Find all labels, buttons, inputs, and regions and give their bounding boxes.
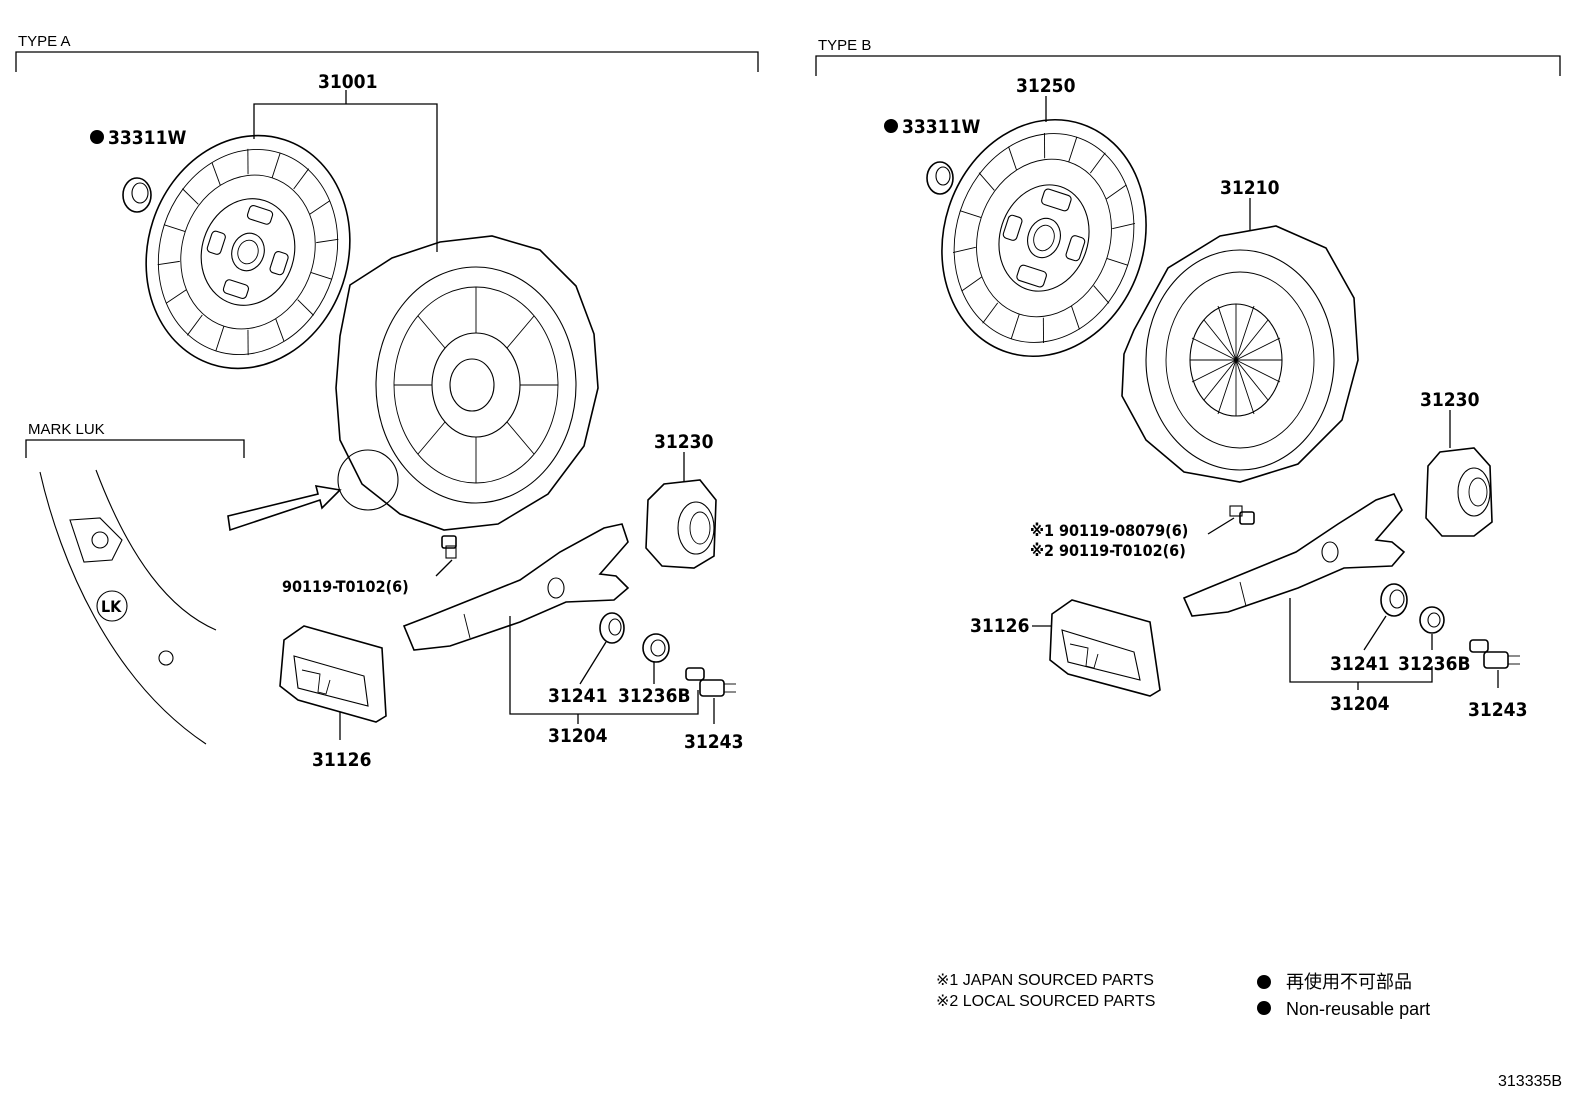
non-reusable-marker-b [884, 119, 898, 133]
part-label-31001[interactable]: 31001 [318, 71, 377, 93]
fork-clip-a[interactable] [642, 633, 670, 663]
fork-seal-a[interactable] [599, 612, 625, 644]
detail-arrow [227, 485, 342, 532]
part-label-31236b-b[interactable]: 31236B [1398, 653, 1471, 675]
pilot-bearing-a[interactable] [122, 177, 152, 213]
fork-seal-b[interactable] [1380, 583, 1408, 617]
part-label-31236b-a[interactable]: 31236B [618, 685, 691, 707]
leader-bolt-a [435, 559, 453, 577]
pilot-bearing-b[interactable] [926, 161, 954, 195]
boot-a[interactable] [279, 625, 387, 723]
diagram-reference: 313335B [1498, 1073, 1562, 1090]
legend: 再使用不可部品 Non-reusable part [1257, 972, 1430, 1019]
cover-bolt-b[interactable] [1229, 505, 1255, 525]
part-label-31204-b[interactable]: 31204 [1330, 693, 1390, 715]
clutch-cover-b[interactable] [1121, 225, 1359, 483]
part-label-31243-b[interactable]: 31243 [1468, 699, 1527, 721]
legend-bullet-icon [1257, 975, 1271, 989]
mark-luk-bracket [25, 439, 245, 458]
part-label-31241-a[interactable]: 31241 [548, 685, 607, 707]
part-label-31243-a[interactable]: 31243 [684, 731, 743, 753]
note-local-sourced: ※2 LOCAL SOURCED PARTS [936, 993, 1155, 1010]
leader-bolt-b [1207, 517, 1235, 535]
type-a-label: TYPE A [18, 33, 71, 50]
clutch-disc-b[interactable] [912, 93, 1176, 383]
part-label-31241-b[interactable]: 31241 [1330, 653, 1389, 675]
release-bearing-b[interactable] [1425, 447, 1493, 537]
pivot-bolt-a[interactable] [685, 667, 736, 697]
part-label-bolt-b-local[interactable]: ※2 90119-T0102(6) [1030, 541, 1186, 560]
assy-bracket-31204-b [1289, 598, 1433, 683]
part-label-bolt-a[interactable]: 90119-T0102(6) [282, 577, 409, 596]
release-fork-a[interactable] [402, 523, 630, 651]
type-a-bracket [15, 51, 759, 72]
release-bearing-a[interactable] [645, 479, 717, 569]
part-label-33311w-b[interactable]: 33311W [902, 116, 980, 138]
type-a-section: TYPE A [15, 33, 759, 771]
clutch-disc-a[interactable] [116, 109, 379, 395]
legend-bullet-icon-2 [1257, 1001, 1271, 1015]
type-b-label: TYPE B [818, 37, 871, 54]
part-label-bolt-b-japan[interactable]: ※1 90119-08079(6) [1030, 521, 1188, 540]
type-b-section: TYPE B 31250 [815, 37, 1561, 721]
pivot-bolt-b[interactable] [1469, 639, 1520, 669]
legend-english: Non-reusable part [1286, 999, 1430, 1019]
legend-japanese: 再使用不可部品 [1286, 972, 1412, 992]
part-label-31204[interactable]: 31204 [548, 725, 608, 747]
part-label-31250[interactable]: 31250 [1016, 75, 1076, 97]
non-reusable-marker-a [90, 130, 104, 144]
footnotes: ※1 JAPAN SOURCED PARTS ※2 LOCAL SOURCED … [936, 972, 1155, 1010]
luk-mark-text: LK [101, 597, 122, 616]
mark-luk-detail: LK [39, 469, 217, 745]
boot-b[interactable] [1049, 599, 1161, 697]
leader-31241-b [1363, 615, 1387, 651]
part-label-31210[interactable]: 31210 [1220, 177, 1280, 199]
release-fork-b[interactable] [1182, 493, 1406, 617]
part-label-31230-a[interactable]: 31230 [654, 431, 714, 453]
type-b-bracket [815, 55, 1561, 76]
leader-31241-a [579, 641, 607, 685]
cover-bolt-a[interactable] [441, 535, 457, 559]
part-label-33311w-a[interactable]: 33311W [108, 127, 186, 149]
part-label-31230-b[interactable]: 31230 [1420, 389, 1480, 411]
pressure-plate-a[interactable] [335, 235, 599, 531]
mark-luk-label: MARK LUK [28, 421, 105, 438]
part-label-31126-b[interactable]: 31126 [970, 615, 1029, 637]
fork-clip-b[interactable] [1419, 606, 1445, 634]
part-label-31126-a[interactable]: 31126 [312, 749, 371, 771]
note-japan-sourced: ※1 JAPAN SOURCED PARTS [936, 972, 1154, 989]
assy-bracket-31204 [509, 616, 699, 715]
